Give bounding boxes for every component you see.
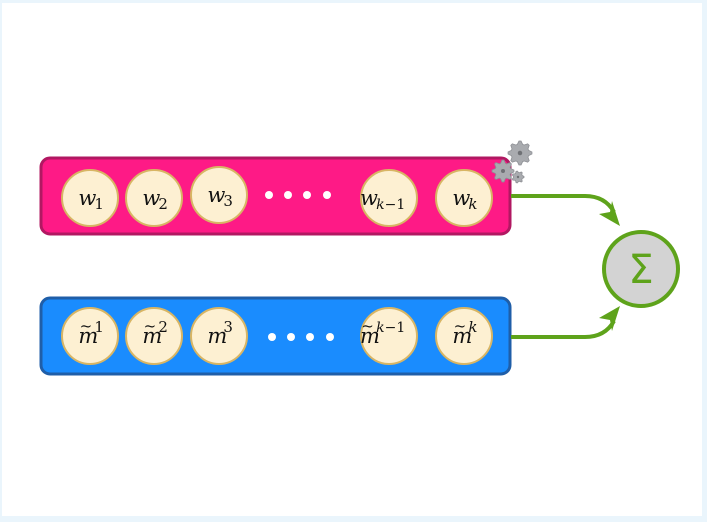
weight-node-circle <box>435 169 493 227</box>
models-arrow <box>511 319 616 339</box>
model-node-label: m <box>452 324 472 348</box>
weight-node: w1 <box>61 169 119 227</box>
model-node-label: m <box>78 324 98 348</box>
gear-icon <box>491 159 515 183</box>
models-arrowhead <box>599 306 620 331</box>
weight-node: w2 <box>125 169 183 227</box>
model-node-superscript: 2 <box>158 318 168 336</box>
model-node: m~2 <box>125 307 183 365</box>
model-node-label: m <box>207 324 227 348</box>
weight-ellipsis-dot <box>284 191 292 199</box>
weight-ellipsis-dot <box>303 191 311 199</box>
model-node-circle <box>125 307 183 365</box>
weight-node-label: w <box>207 183 225 207</box>
model-node-superscript: 3 <box>223 318 233 336</box>
weight-node-subscript: 2 <box>158 195 168 213</box>
model-ellipsis-dot <box>268 333 276 341</box>
model-node-superscript: k <box>468 318 477 336</box>
weights-arrow <box>511 194 616 214</box>
model-node: m3 <box>190 307 248 365</box>
weights-arrowhead <box>599 201 620 226</box>
model-node-circle <box>61 307 119 365</box>
model-ellipsis-dot <box>287 333 295 341</box>
model-ellipsis-dot <box>326 333 334 341</box>
weight-node-subscript: 3 <box>223 192 233 210</box>
weight-node-label: w <box>360 186 378 210</box>
model-node-label: m <box>360 324 380 348</box>
tilde-accent: ~ <box>80 317 93 335</box>
model-ellipsis-dot <box>306 333 314 341</box>
gears-icon <box>491 140 533 184</box>
models-ellipsis <box>268 333 334 341</box>
model-node: m~k <box>435 307 493 365</box>
model-node-label: m <box>142 324 162 348</box>
weight-node-circle <box>360 169 418 227</box>
weight-node-circle <box>190 166 248 224</box>
tilde-accent: ~ <box>144 317 157 335</box>
weight-node-label: w <box>142 186 160 210</box>
tilde-accent: ~ <box>454 317 467 335</box>
weight-node: wk <box>435 169 493 227</box>
weight-ellipsis-dot <box>323 191 331 199</box>
gear-icon <box>511 170 525 184</box>
weight-node-label: w <box>452 186 470 210</box>
weight-node-circle <box>125 169 183 227</box>
sum-symbol: Σ <box>628 247 653 293</box>
model-node: m~k−1 <box>360 307 418 365</box>
gear-icon <box>507 140 533 166</box>
tilde-accent: ~ <box>361 317 374 335</box>
weight-node: w3 <box>190 166 248 224</box>
weight-ellipsis-dot <box>265 191 273 199</box>
weights-ellipsis <box>265 191 331 199</box>
weight-node-circle <box>61 169 119 227</box>
weight-node: wk−1 <box>360 169 418 227</box>
sum-node: Σ <box>602 230 680 308</box>
model-node-superscript: 1 <box>94 318 104 336</box>
weight-node-label: w <box>78 186 96 210</box>
weight-node-subscript: k <box>468 195 477 213</box>
model-node: m~1 <box>61 307 119 365</box>
model-node-circle <box>435 307 493 365</box>
weight-node-subscript: k−1 <box>376 197 405 213</box>
model-node-superscript: k−1 <box>376 320 405 336</box>
model-node-circle <box>190 307 248 365</box>
model-node-circle <box>360 307 418 365</box>
weight-node-subscript: 1 <box>94 195 104 213</box>
